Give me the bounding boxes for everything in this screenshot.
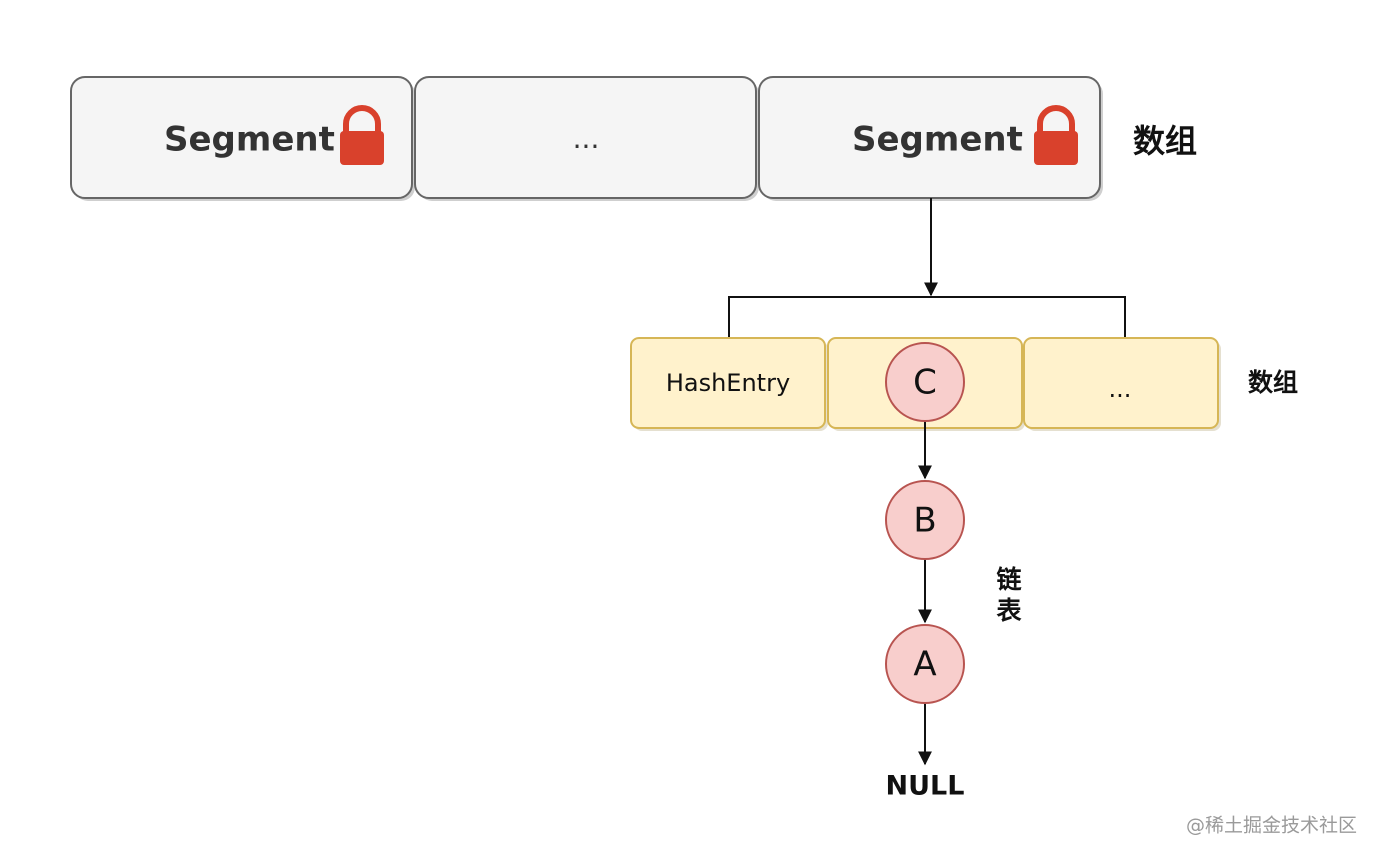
segment-array: Segment ... Segment (70, 76, 1103, 201)
lock-icon (340, 105, 384, 165)
entries-bracket (728, 296, 1126, 337)
hashentry-cell-1: HashEntry (630, 337, 828, 431)
segment-box (758, 76, 1101, 199)
watermark: @稀土掘金技术社区 (1186, 815, 1357, 837)
hashentry-ellipsis: ... (1109, 375, 1132, 403)
node-c: C (885, 342, 965, 422)
hashentry-box (1023, 337, 1219, 429)
segment-cell-3: Segment (758, 76, 1103, 201)
segment-ellipsis: ... (573, 122, 600, 155)
segment-array-label: 数组 (1133, 122, 1197, 160)
segment-label: Segment (852, 120, 1023, 160)
segment-box (70, 76, 413, 199)
segment-label: Segment (164, 120, 335, 160)
segment-cell-2: ... (414, 76, 759, 201)
node-label: C (913, 363, 937, 403)
hashentry-cell-3: ... (1023, 337, 1221, 431)
node-label: A (913, 645, 936, 685)
node-label: B (913, 501, 936, 541)
segment-cell-1: Segment (70, 76, 415, 201)
node-a: A (885, 624, 965, 704)
chain-label-line1: 链 (996, 565, 1021, 594)
null-label: NULL (886, 771, 965, 802)
chain-label-line2: 表 (996, 596, 1022, 625)
lock-icon (1034, 105, 1078, 165)
segment-box (414, 76, 757, 199)
entry-array-label: 数组 (1248, 368, 1298, 397)
hashentry-label: HashEntry (666, 369, 790, 397)
hashentry-array: HashEntry ... (630, 337, 1221, 431)
node-b: B (885, 480, 965, 560)
hashentry-box (630, 337, 826, 429)
